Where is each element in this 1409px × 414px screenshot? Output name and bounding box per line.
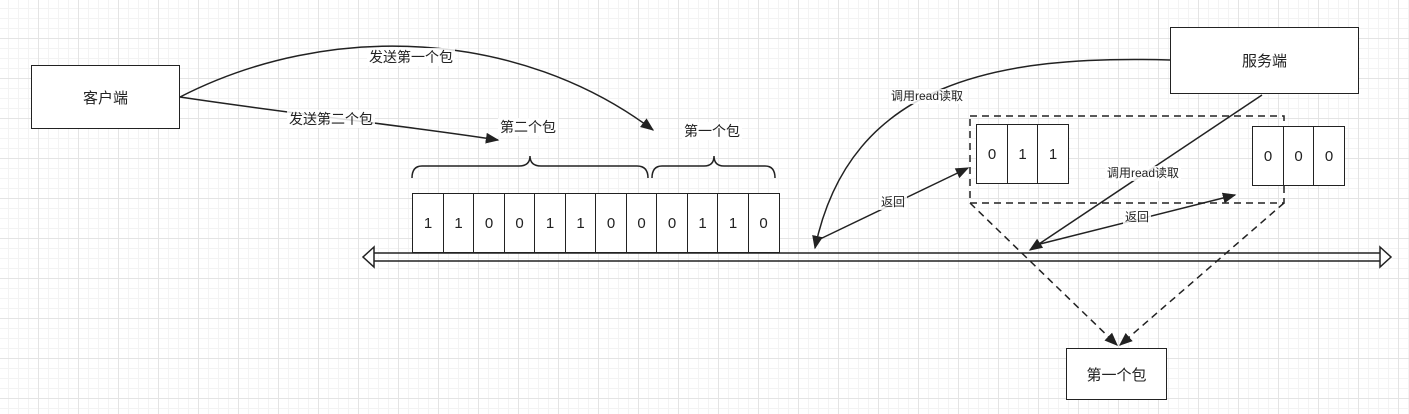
second-packet-brace bbox=[411, 155, 649, 179]
byte-cell: 0 bbox=[595, 193, 627, 253]
server-node: 服务端 bbox=[1170, 27, 1359, 94]
dashed-projection-right bbox=[1118, 202, 1285, 346]
second-packet-label: 第二个包 bbox=[498, 118, 558, 136]
byte-cell: 0 bbox=[1252, 126, 1284, 186]
byte-cell: 0 bbox=[503, 193, 536, 253]
send-second-label: 发送第二个包 bbox=[287, 110, 375, 128]
return-label-2: 返回 bbox=[1123, 210, 1152, 225]
byte-cell: 1 bbox=[564, 193, 597, 253]
byte-cell: 1 bbox=[442, 193, 475, 253]
dashed-projection-left bbox=[969, 202, 1118, 346]
read-call-label-2: 调用read读取 bbox=[1105, 166, 1182, 181]
first-packet-brace bbox=[651, 155, 776, 179]
byte-cell: 1 bbox=[717, 193, 749, 253]
byte-cell: 1 bbox=[1006, 124, 1039, 184]
byte-cell: 1 bbox=[686, 193, 719, 253]
byte-cell: 1 bbox=[1037, 124, 1069, 184]
byte-cell: 0 bbox=[1282, 126, 1315, 186]
timeline-axis bbox=[361, 245, 1393, 269]
send-first-label: 发送第一个包 bbox=[367, 48, 455, 66]
first-packet-label: 第一个包 bbox=[682, 122, 742, 140]
byte-cell: 0 bbox=[625, 193, 658, 253]
client-node: 客户端 bbox=[31, 65, 180, 129]
byte-cell: 0 bbox=[1313, 126, 1345, 186]
byte-cell: 0 bbox=[473, 193, 505, 253]
byte-cell: 1 bbox=[534, 193, 566, 253]
byte-cell: 0 bbox=[747, 193, 780, 253]
dashed-selection-box bbox=[969, 115, 1285, 204]
return-label-1: 返回 bbox=[879, 195, 908, 210]
first-packet-node: 第一个包 bbox=[1066, 348, 1167, 400]
read-call-label-1: 调用read读取 bbox=[889, 89, 966, 104]
send-first-arrow bbox=[179, 45, 655, 131]
byte-cell: 0 bbox=[976, 124, 1008, 184]
byte-cell: 1 bbox=[412, 193, 444, 253]
byte-cell: 0 bbox=[656, 193, 688, 253]
